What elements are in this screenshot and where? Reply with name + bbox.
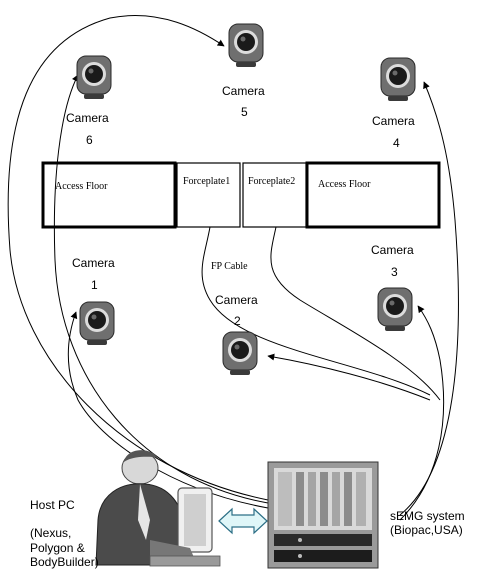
camera6-number: 6 bbox=[86, 133, 93, 147]
link-camera2 bbox=[268, 356, 430, 400]
camera2-number: 2 bbox=[234, 314, 241, 328]
camera-icon bbox=[75, 54, 113, 100]
camera5-label: Camera bbox=[222, 84, 265, 98]
host-pc-title: Host PC bbox=[30, 498, 75, 512]
link-camera3 bbox=[400, 306, 444, 520]
forceplate2-box bbox=[243, 163, 306, 227]
semg-system-line2: (Biopac,USA) bbox=[390, 523, 463, 537]
access-floor-left-box bbox=[43, 163, 175, 227]
camera-icon bbox=[221, 330, 259, 376]
access-floor-right-label: Access Floor bbox=[318, 178, 371, 192]
forceplate1-label: Forceplate1 bbox=[183, 175, 230, 189]
fp-cable-label: FP Cable bbox=[211, 260, 248, 274]
camera-icon bbox=[376, 286, 414, 332]
access-floor-right-box bbox=[307, 163, 439, 227]
camera-icon bbox=[379, 56, 417, 102]
camera4-number: 4 bbox=[393, 136, 400, 150]
host-pc-line2: Polygon & bbox=[30, 541, 85, 555]
camera5-number: 5 bbox=[241, 105, 248, 119]
access-floor-left-label: Access Floor bbox=[55, 180, 108, 194]
forceplate1-box bbox=[177, 163, 240, 227]
camera-icon bbox=[78, 300, 116, 346]
camera2-label: Camera bbox=[215, 293, 258, 307]
camera1-label: Camera bbox=[72, 256, 115, 270]
camera4-label: Camera bbox=[372, 114, 415, 128]
camera6-label: Camera bbox=[66, 111, 109, 125]
host-pc-line1: (Nexus, bbox=[30, 526, 71, 540]
host-pc-illustration bbox=[96, 450, 220, 566]
semg-system-line1: sEMG system bbox=[390, 509, 465, 523]
camera-icon bbox=[227, 22, 265, 68]
host-pc-line3: BodyBuilder) bbox=[30, 555, 99, 569]
camera3-label: Camera bbox=[371, 243, 414, 257]
camera1-number: 1 bbox=[91, 278, 98, 292]
fp-cable-2 bbox=[271, 227, 440, 400]
semg-rack-illustration bbox=[268, 462, 378, 568]
forceplate2-label: Forceplate2 bbox=[248, 175, 295, 189]
double-arrow bbox=[219, 509, 267, 533]
camera3-number: 3 bbox=[391, 265, 398, 279]
